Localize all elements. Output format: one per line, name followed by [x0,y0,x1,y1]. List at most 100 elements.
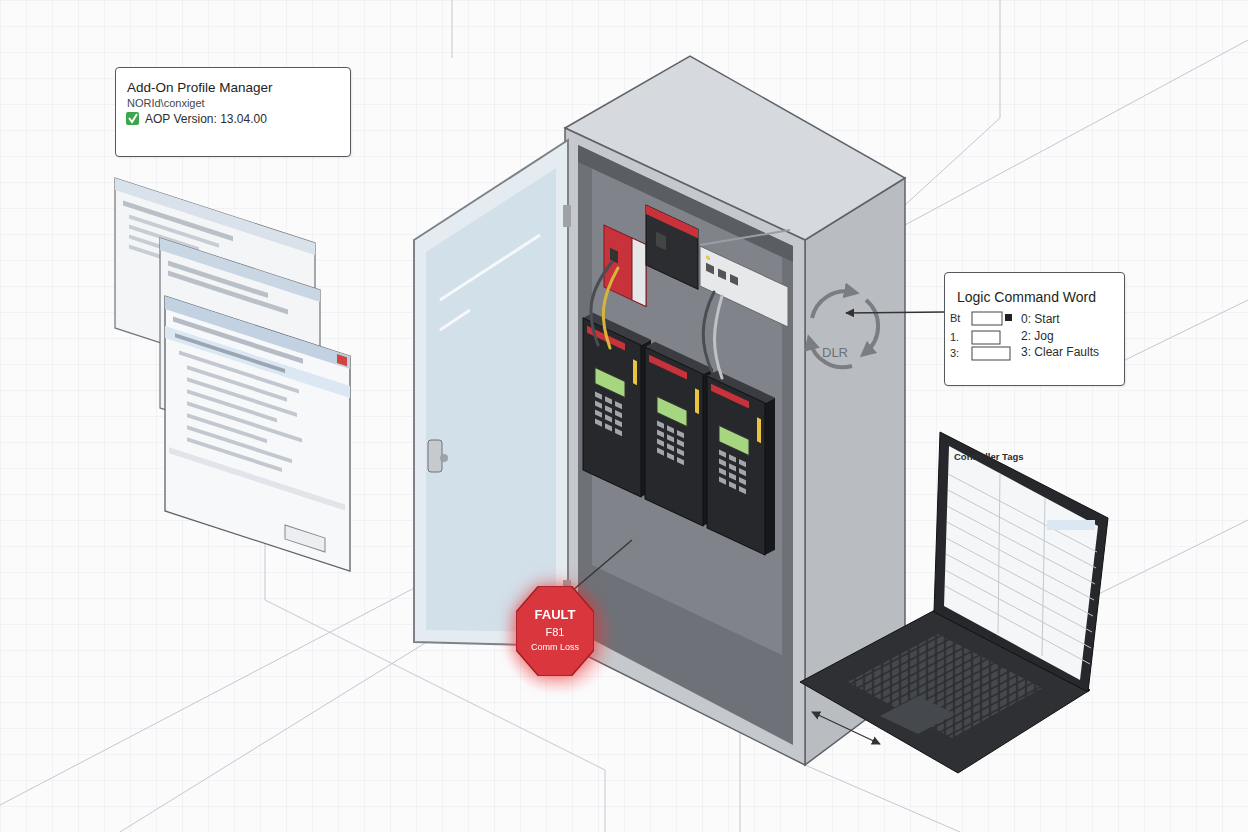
drive-stripe [633,359,637,385]
title-bar [160,238,320,302]
plc-side [632,238,646,307]
guide-line [0,585,420,805]
door-frame [414,140,568,646]
drive-keypad [595,392,622,437]
tree-row [187,437,282,472]
drive-keypad [719,450,746,495]
info-panel: Logic Command WordBt 1. 3: 0: Start 2: Jog 3:… [944,272,1125,386]
input-field [972,331,1000,344]
cabinet-door [414,140,571,646]
drive-label [649,355,687,380]
network-cable [715,296,723,378]
close-button [337,354,347,366]
leader-lines [502,312,944,744]
network-cable [603,268,618,348]
input-field [972,347,1010,360]
bit-meaning: 3: Clear Faults [1021,346,1099,360]
bracket [700,230,790,245]
dlr-ring [810,291,878,367]
guide-line [805,765,960,832]
check-icon [126,112,139,125]
selected-row [165,326,350,398]
switch-port [730,274,738,286]
ring-arrow [810,342,852,367]
glass-highlight [440,235,540,330]
variable-frequency-drive [707,366,775,560]
bit-label: 1. [950,331,959,344]
module-body [646,205,698,289]
door-hinge [563,205,571,227]
door-lock [440,454,448,462]
guide-line [120,640,430,832]
drive-stripe [695,388,699,414]
drive-display [595,368,625,398]
cables [591,262,722,378]
guide-line [905,0,1000,205]
laptop-screen-title: Controller Tags [950,449,1062,469]
software-window [165,296,350,571]
drive-body [707,376,765,555]
bit-label: Bt [950,312,960,325]
laptop-bezel [934,432,1108,692]
switch-body [700,246,788,327]
status-led [706,255,710,261]
module-port [656,232,666,251]
network-cable [591,262,612,345]
guide-line [1125,300,1248,360]
drive-display [719,426,749,456]
tag-table [945,474,1097,664]
io-module [646,205,698,289]
drive-label [711,384,749,409]
info-panel: Add-On Profile ManagerNORId\conxigetAOP … [115,67,351,157]
drive-keypad [657,421,684,466]
laptop-screen [944,446,1098,680]
check-mark [129,114,137,122]
drive-stripe [757,417,761,443]
leader-line [846,312,944,313]
guide-line [905,40,1248,225]
drive-display [657,397,687,427]
drive-body [645,347,703,526]
bit-marker [1005,314,1012,321]
fault-glow [502,580,618,696]
window-frame [165,296,350,571]
module-stripe [646,205,698,238]
bit-meaning: 2: Jog [1021,330,1054,344]
laptop [800,432,1108,773]
drive-side [765,393,775,560]
dialog-button [285,525,325,552]
input-field [972,312,1002,325]
octagon-outline [516,586,594,676]
fault-sign: FAULTF81Comm Loss [516,586,594,676]
network-switch [700,246,788,327]
panel-title: Logic Command Word [957,289,1096,305]
selected-row [1047,520,1095,530]
panel-title: Add-On Profile Manager [127,80,273,96]
network-cable [703,292,714,372]
variable-frequency-drive [645,337,713,531]
ring-arrow [866,300,878,352]
leader-line [566,540,632,596]
fault-code: F81 [516,626,594,639]
screen-title: Controller Tags [954,452,1024,463]
ring-label: DLR [822,346,848,360]
fault-text: Comm Loss [516,642,594,652]
bit-label: 3: [950,347,959,360]
panel-text: NORId\conxiget [127,97,205,110]
bit-meaning: 0: Start [1021,313,1060,327]
variable-frequency-drive [583,308,651,502]
door-glass [426,168,556,632]
switch-port [706,263,714,275]
guide-line [452,0,453,58]
version-text: AOP Version: 13.04.00 [145,113,267,127]
drive-body [583,318,641,497]
tree-row [187,401,302,442]
scroll-bar [169,447,345,510]
laptop-touchpad [880,696,955,734]
